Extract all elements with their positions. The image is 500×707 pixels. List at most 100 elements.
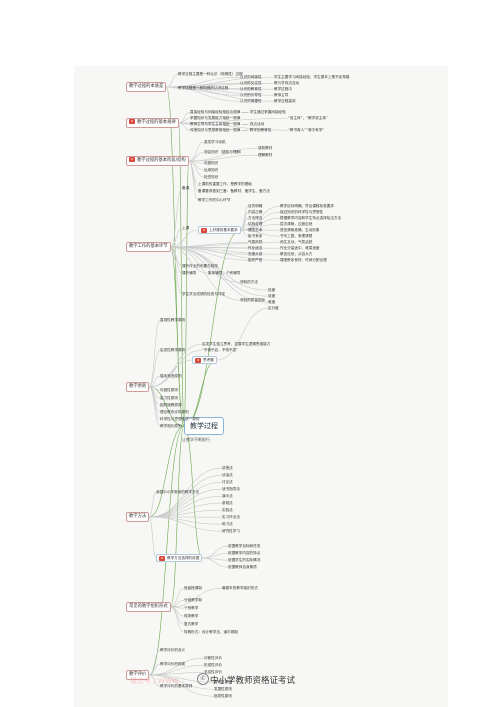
node: 诊断性评价 — [204, 656, 222, 660]
node: 认识的交往性 — [240, 81, 262, 85]
root-link — [178, 122, 185, 427]
branch-laws[interactable]: ≡教学过程的基本规律 — [126, 118, 179, 128]
node: 理解教材 — [258, 153, 273, 157]
child-link — [178, 111, 191, 124]
node: 特殊形式：设计教学法、道尔顿制 — [184, 630, 238, 634]
ghost-watermark: 微信号 / WWW — [130, 677, 179, 685]
node: 目的明确 — [248, 204, 263, 208]
node: 我国中小学常用的教学方法 — [156, 490, 200, 494]
list-icon: ≡ — [129, 119, 135, 124]
branch-essence[interactable]: 教学过程的本质是 — [126, 82, 167, 92]
node: 区分度 — [268, 306, 279, 310]
node: 语言清晰准确，生动形象 — [280, 228, 320, 232]
node: 实验法 — [222, 508, 233, 512]
child-link — [188, 154, 259, 162]
root-link — [170, 246, 185, 427]
root-link — [148, 425, 185, 676]
child-link — [202, 545, 229, 559]
child-link — [170, 246, 241, 283]
node: 感知教材 — [258, 146, 273, 150]
node: 运用知识 — [204, 168, 219, 172]
node: 气氛热烈 — [248, 240, 263, 244]
node: 教学过程主要是一种认识（特殊性）过程 — [178, 72, 243, 76]
child-link — [149, 481, 223, 518]
root-node[interactable]: 教学过程 — [184, 417, 224, 435]
child-link — [166, 73, 179, 88]
child-link — [188, 160, 199, 201]
node: 依据教师自身素质 — [228, 565, 257, 569]
node-question[interactable]: ≡思考题 — [192, 356, 217, 364]
node: 教学过程中 — [274, 87, 292, 91]
node: 直接经验与间接经验相结合规律 —— 学生通过掌握间接经验 — [190, 110, 286, 114]
node: 启发学生独立思考，发展学生逻辑思维能力 — [202, 342, 271, 346]
child-link — [170, 229, 199, 248]
node: 理论联系实际原则 — [160, 410, 189, 414]
node: 教师主导 — [274, 93, 289, 97]
node-good-lesson[interactable]: ≡上好课的基本要求 — [198, 226, 241, 234]
node: 方法得当 — [248, 216, 263, 220]
list-icon: ≡ — [159, 555, 165, 561]
node-method-basis[interactable]: ≡教学方法选择的依据 — [156, 554, 203, 562]
node: 教学过程高效 — [274, 99, 296, 103]
branch-methods[interactable]: 教学方法 — [126, 512, 150, 522]
child-link — [149, 674, 215, 697]
child-link — [240, 229, 281, 237]
list-icon: ≡ — [129, 157, 135, 162]
node: 信度 — [268, 288, 276, 292]
child-link — [170, 587, 185, 608]
node: 难度 — [268, 300, 276, 304]
node: 掌握知识与发展能力相统一规律 — [190, 116, 241, 120]
node: 测验的方法 — [240, 280, 258, 284]
child-link — [188, 141, 205, 162]
node: 教态自然，从容大方 — [280, 252, 313, 256]
branch-evaluation[interactable]: 教学评价 — [126, 670, 150, 680]
child-link — [148, 349, 161, 388]
node: 激发学习动机 — [204, 140, 226, 144]
list-icon: ≡ — [195, 357, 201, 363]
node: 客观性原则 — [214, 680, 232, 684]
node: 师生互动，气氛活跃 — [280, 240, 313, 244]
node: 认识的引导性 — [240, 93, 262, 97]
child-link — [148, 319, 161, 388]
node: 课堂秩序良好，时间分配合理 — [280, 258, 327, 262]
node: 教学工作的中心环节 — [198, 198, 231, 202]
node: 教学过程是一种特殊的认识过程 — [178, 86, 229, 90]
wechat-icon: ✆ — [197, 673, 209, 685]
node: 科学性与思想性统一原则 — [160, 417, 200, 421]
child-link — [170, 246, 183, 295]
node: 备课 — [182, 186, 190, 190]
node: 教与学双边互动 — [274, 81, 300, 85]
branch-principles[interactable]: 教学原则 — [126, 382, 150, 392]
connector-lines — [148, 73, 289, 697]
child-link — [178, 122, 289, 131]
branch-stages[interactable]: ≡教学过程的基本阶段/结构 — [126, 156, 189, 166]
node: “双主体”，“教学双主体” — [288, 116, 328, 120]
child-link — [178, 117, 289, 124]
node: 层次清晰，过渡自然 — [280, 222, 313, 226]
node: 循序渐进原则 — [160, 374, 182, 378]
node: 教师主导与学生主体相统一规律 —— 双边活动 — [190, 122, 265, 126]
child-link — [170, 587, 223, 608]
child-link — [149, 467, 223, 518]
node: 内容正确 — [248, 210, 263, 214]
child-link — [216, 307, 269, 361]
watermark-text: 中小学教师资格证考试 — [210, 676, 296, 686]
child-link — [188, 160, 205, 178]
node: 认识的简捷性 — [240, 99, 262, 103]
node: 发展性原则 — [214, 687, 232, 691]
node: 分组教学制 — [184, 598, 202, 602]
node: 参观法 — [222, 501, 233, 505]
node: 板书有序 — [248, 234, 263, 238]
node: 因材施教原则 — [160, 403, 182, 407]
node: 教学评价的基本原则 — [160, 684, 193, 688]
branch-organization[interactable]: 常见的教学组织形式 — [126, 602, 171, 612]
child-link — [170, 241, 249, 248]
child-link — [149, 474, 223, 518]
node: 直观性教学原则 — [160, 318, 186, 322]
node: 测验的质量指标 — [240, 298, 266, 302]
node: 依据教学目标和任务 — [228, 544, 261, 548]
branch-links[interactable]: 教学工作的基本环节 — [126, 242, 171, 252]
child-link — [240, 205, 249, 231]
child-link — [170, 246, 241, 301]
node: 巩固性原则 — [160, 388, 178, 392]
